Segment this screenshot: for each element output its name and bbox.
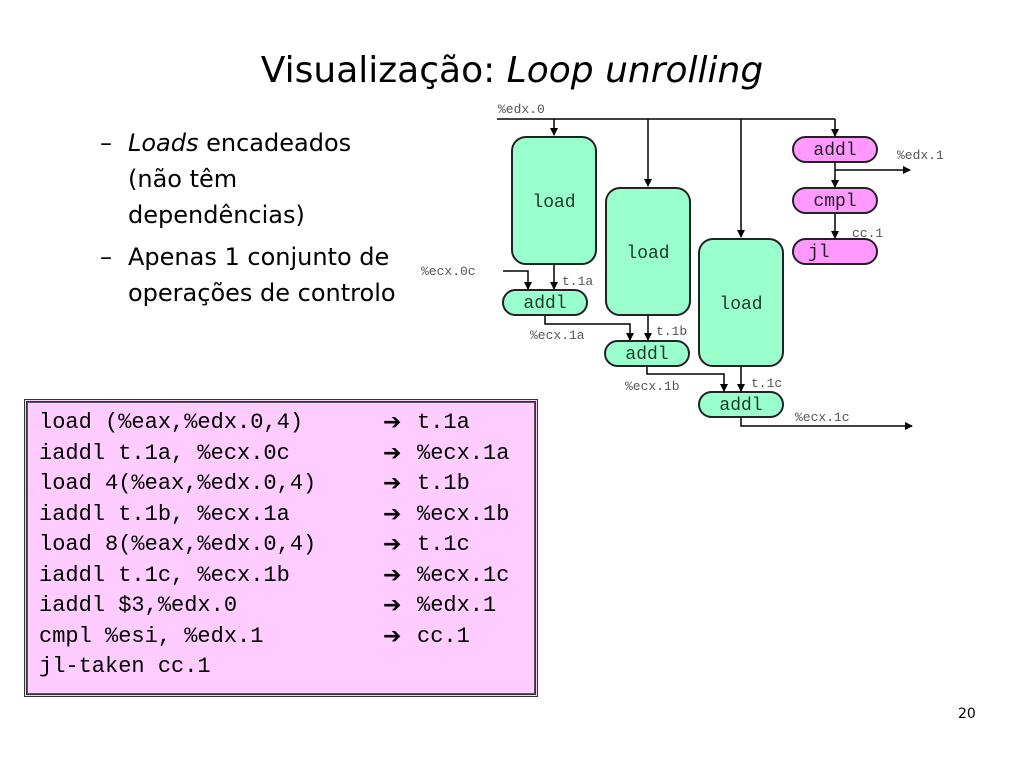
arrow-right-icon: ➔ — [383, 562, 402, 588]
code-destination: %ecx.1a — [417, 440, 510, 466]
label-t1a: t.1a — [562, 274, 593, 289]
code-instruction: iaddl t.1b, %ecx.1a — [39, 501, 290, 527]
code-destination: t.1c — [417, 532, 470, 557]
code-instruction: load 8(%eax,%edx.0,4) — [39, 532, 317, 557]
code-destination: %edx.1 — [417, 593, 497, 618]
title-plain: Visualização: — [260, 50, 507, 91]
code-instruction: iaddl $3,%edx.0 — [39, 593, 238, 618]
bullet-dash: – — [100, 243, 112, 271]
code-instruction: iaddl t.1a, %ecx.0c — [39, 440, 290, 466]
node-label: jl — [808, 243, 830, 263]
label-t1c: t.1c — [751, 376, 782, 391]
code-box: load (%eax,%edx.0,4) ➔ t.1a iaddl t.1a, %ec… — [24, 399, 538, 697]
node-addl-b: addl — [604, 340, 690, 367]
bullet-italic: Loads — [128, 129, 199, 157]
code-destination: cc.1 — [417, 623, 470, 649]
node-label: load — [532, 193, 575, 213]
node-jl: jl — [792, 238, 878, 265]
label-ecx1c: %ecx.1c — [795, 410, 850, 425]
bullet-dash: – — [100, 129, 112, 157]
title-italic: Loop unrolling — [506, 50, 764, 91]
node-addl-edx: addl — [792, 136, 878, 163]
page-number: 20 — [958, 706, 976, 722]
arrow-right-icon: ➔ — [383, 501, 402, 527]
arrow-right-icon: ➔ — [383, 410, 402, 435]
label-t1b: t.1b — [656, 324, 687, 339]
node-load-b: load — [605, 187, 691, 316]
node-label: addl — [813, 141, 856, 161]
edge-addl-a-to-addl-b — [544, 315, 634, 341]
code-box-inner-border — [27, 402, 535, 694]
node-load-c: load — [698, 238, 784, 367]
edge-ecx1c-out — [740, 417, 913, 430]
arrow-right-icon: ➔ — [383, 440, 402, 466]
label-cc1: cc.1 — [852, 226, 883, 241]
label-edx0: %edx.0 — [498, 102, 545, 117]
edge-addl-b-to-addl-c — [646, 366, 728, 392]
code-destination: t.1b — [417, 471, 470, 496]
code-instruction: load 4(%eax,%edx.0,4) — [39, 471, 317, 496]
code-instruction: jl-taken cc.1 — [39, 654, 211, 679]
code-instruction: load (%eax,%edx.0,4) — [39, 410, 304, 435]
bullet-item: – Apenas 1 conjunto de operações de cont… — [100, 239, 400, 311]
node-label: cmpl — [813, 192, 856, 212]
code-destination: %ecx.1b — [417, 501, 510, 527]
node-label: load — [626, 244, 669, 264]
arrow-right-icon: ➔ — [383, 593, 402, 618]
bullet-rest: encadeados (não têm dependências) — [128, 129, 352, 229]
edge-ecx0c-to-addl-a — [503, 270, 532, 290]
node-label: addl — [523, 294, 566, 314]
slide-title: Visualização: Loop unrolling — [0, 50, 1024, 91]
node-addl-a: addl — [502, 289, 588, 316]
node-label: load — [719, 295, 762, 315]
label-ecx1b: %ecx.1b — [625, 379, 680, 394]
arrow-right-icon: ➔ — [383, 532, 402, 557]
bullet-list: – Loads encadeados (não têm dependências… — [100, 125, 400, 317]
code-instruction: cmpl %esi, %edx.1 — [39, 623, 264, 649]
label-ecx1a: %ecx.1a — [530, 328, 585, 343]
code-destination: t.1a — [417, 410, 470, 435]
node-label: addl — [719, 396, 762, 416]
node-addl-c: addl — [698, 391, 784, 418]
code-destination: %ecx.1c — [417, 562, 510, 588]
node-load-a: load — [511, 136, 597, 265]
node-label: addl — [625, 345, 668, 365]
label-ecx0c: %ecx.0c — [421, 264, 476, 279]
bullet-text: Apenas 1 conjunto de operações de contro… — [128, 243, 396, 307]
label-edx1: %edx.1 — [897, 148, 944, 163]
node-cmpl: cmpl — [792, 187, 878, 214]
arrow-right-icon: ➔ — [383, 623, 402, 649]
code-instruction: iaddl t.1c, %ecx.1b — [39, 562, 290, 588]
bullet-item: – Loads encadeados (não têm dependências… — [100, 125, 400, 233]
bullet-text: Loads encadeados (não têm dependências) — [128, 125, 400, 233]
arrow-right-icon: ➔ — [383, 471, 402, 496]
